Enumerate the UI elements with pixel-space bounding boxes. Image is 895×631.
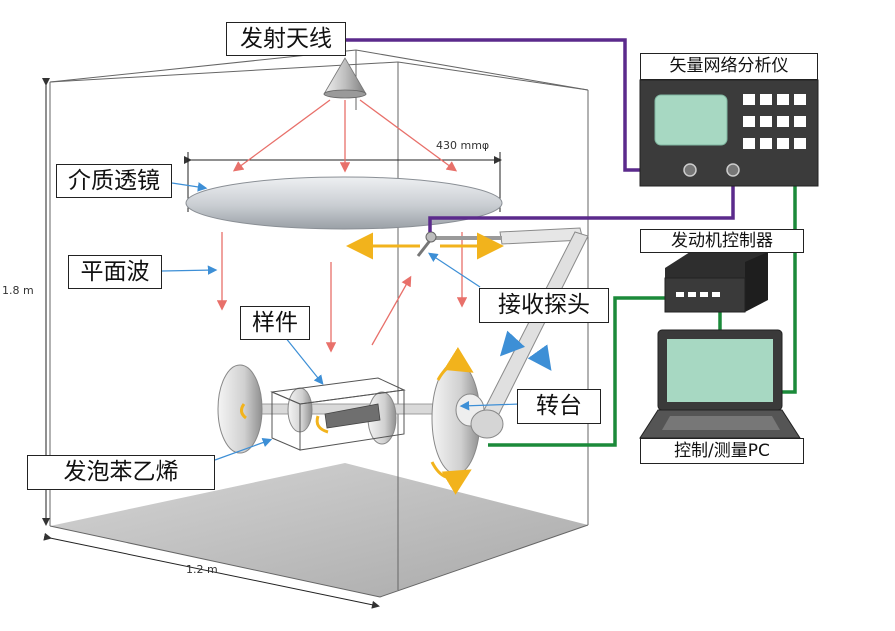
- label-foam-styrene: 发泡苯乙烯: [27, 455, 215, 490]
- foam-box: [270, 377, 406, 451]
- plane-wave-arrows: [216, 232, 468, 353]
- label-turntable: 转台: [517, 389, 601, 424]
- chamber-width-label: 1.2 m: [186, 563, 218, 576]
- label-pointers: [161, 182, 521, 461]
- rotation-arrows: [239, 347, 474, 495]
- sample-block: [324, 403, 381, 429]
- label-plane-wave: 平面波: [68, 255, 162, 289]
- scan-arrows: [499, 330, 552, 371]
- dielectric-lens: [185, 176, 503, 230]
- label-sample: 样件: [240, 306, 310, 340]
- label-receiving-probe: 接收探头: [479, 288, 609, 323]
- laptop-icon: [639, 329, 801, 439]
- motor-controller-icon: [664, 252, 768, 313]
- lens-diameter-label: 430 mmφ: [436, 139, 490, 152]
- chamber-height-label: 1.8 m: [2, 284, 34, 297]
- horn-antenna-icon: [323, 57, 367, 99]
- incident-wave-arrows: [232, 99, 458, 173]
- label-motor-controller: 发动机控制器: [640, 229, 804, 253]
- label-vector-network-analyzer: 矢量网络分析仪: [640, 53, 818, 80]
- label-dielectric-lens: 介质透镜: [56, 164, 172, 198]
- chamber-floor: [50, 463, 588, 597]
- turntable-assembly: [217, 361, 504, 475]
- label-transmit-antenna: 发射天线: [226, 22, 346, 56]
- label-control-pc: 控制/测量PC: [640, 438, 804, 464]
- vector-network-analyzer-icon: [639, 79, 819, 187]
